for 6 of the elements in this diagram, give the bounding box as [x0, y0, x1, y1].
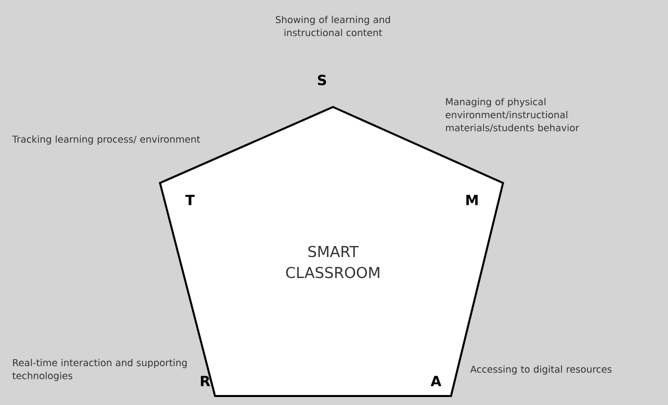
vertex-letter: R: [200, 376, 210, 386]
vertex-letter: A: [430, 376, 442, 386]
vertex-letter: S: [318, 74, 326, 86]
vertex-letter: T: [185, 194, 195, 206]
description-text: Showing of learning and instructional content: [276, 16, 390, 36]
vertex-letter: M: [466, 194, 478, 206]
